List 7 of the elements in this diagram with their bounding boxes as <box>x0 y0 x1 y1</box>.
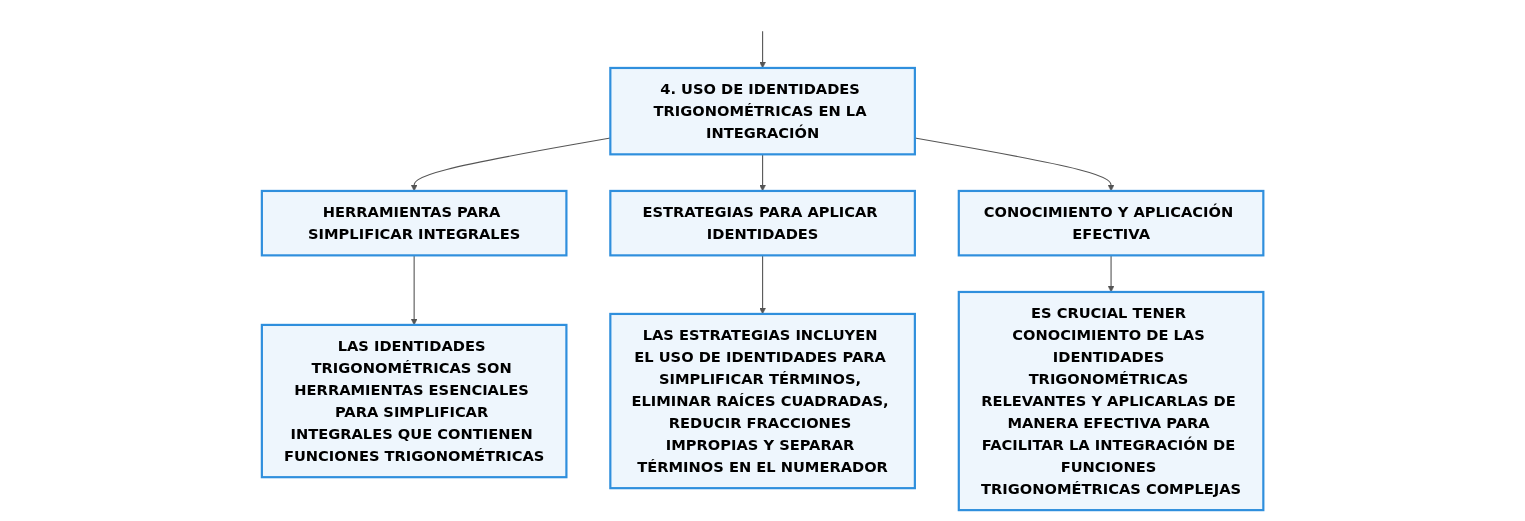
node-box: CONOCIMIENTO Y APLICACIÓN EFECTIVA <box>957 189 1265 257</box>
node-box: LAS ESTRATEGIAS INCLUYEN EL USO DE IDENTIDADES PARA SIMPLIFICAR TÉRMINOS, ELIMINAR RAÍCES CUADRADAS, REDUCIR FRACCIONES IMPROPIAS Y SEPARAR TÉRMINOS EN EL NUMERADOR <box>609 312 916 490</box>
node-box: ESTRATEGIAS PARA APLICAR IDENTIDADES <box>609 189 916 257</box>
node-box: HERRAMIENTAS PARA SIMPLIFICAR INTEGRALES <box>260 189 568 257</box>
node-box: ES CRUCIAL TENER CONOCIMIENTO DE LAS IDENTIDADES TRIGONOMÉTRICAS RELEVANTES Y APLICARLAS DE MANERA EFECTIVA PARA FACILITAR LA INTEGRACIÓN DE FUNCIONES TRIGONOMÉTRICAS COMPLEJAS <box>957 290 1265 512</box>
node-box: 4. USO DE IDENTIDADES TRIGONOMÉTRICAS EN LA INTEGRACIÓN <box>609 66 916 156</box>
node-box: LAS IDENTIDADES TRIGONOMÉTRICAS SON HERRAMIENTAS ESENCIALES PARA SIMPLIFICAR INTEGRALES QUE CONTIENEN FUNCIONES TRIGONOMÉTRICAS <box>260 323 568 479</box>
